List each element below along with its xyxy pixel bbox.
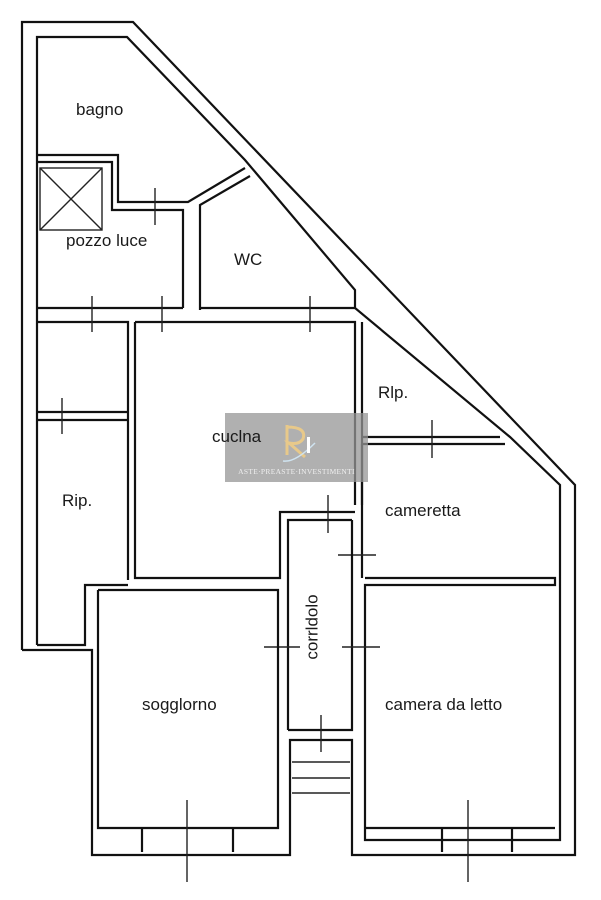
- outer-wall: [20, 20, 577, 857]
- room-label-pozzo-luce: pozzo luce: [66, 231, 148, 250]
- outer-wall-inner-left: [37, 583, 128, 647]
- room-label-rip-right: Rlp.: [378, 383, 409, 402]
- room-label-corridoio: corrldolo: [302, 594, 322, 660]
- room-label-wc: WC: [234, 250, 263, 269]
- light-well: [39, 167, 103, 231]
- room-label-soggiorno: sogglorno: [142, 695, 217, 714]
- room-label-rip-left: Rip.: [62, 491, 93, 510]
- room-label-cameretta: cameretta: [385, 501, 461, 520]
- outer-wall-inner: [35, 35, 562, 842]
- room-label-cucina: cuclna: [212, 427, 262, 446]
- room-label-bagno: bagno: [76, 100, 124, 119]
- watermark-logo: [282, 425, 316, 462]
- watermark: ASTE·PREASTE·INVESTIMENTI: [225, 413, 368, 482]
- room-label-camera-da-letto: camera da letto: [385, 695, 503, 714]
- watermark-text: ASTE·PREASTE·INVESTIMENTI: [238, 467, 355, 476]
